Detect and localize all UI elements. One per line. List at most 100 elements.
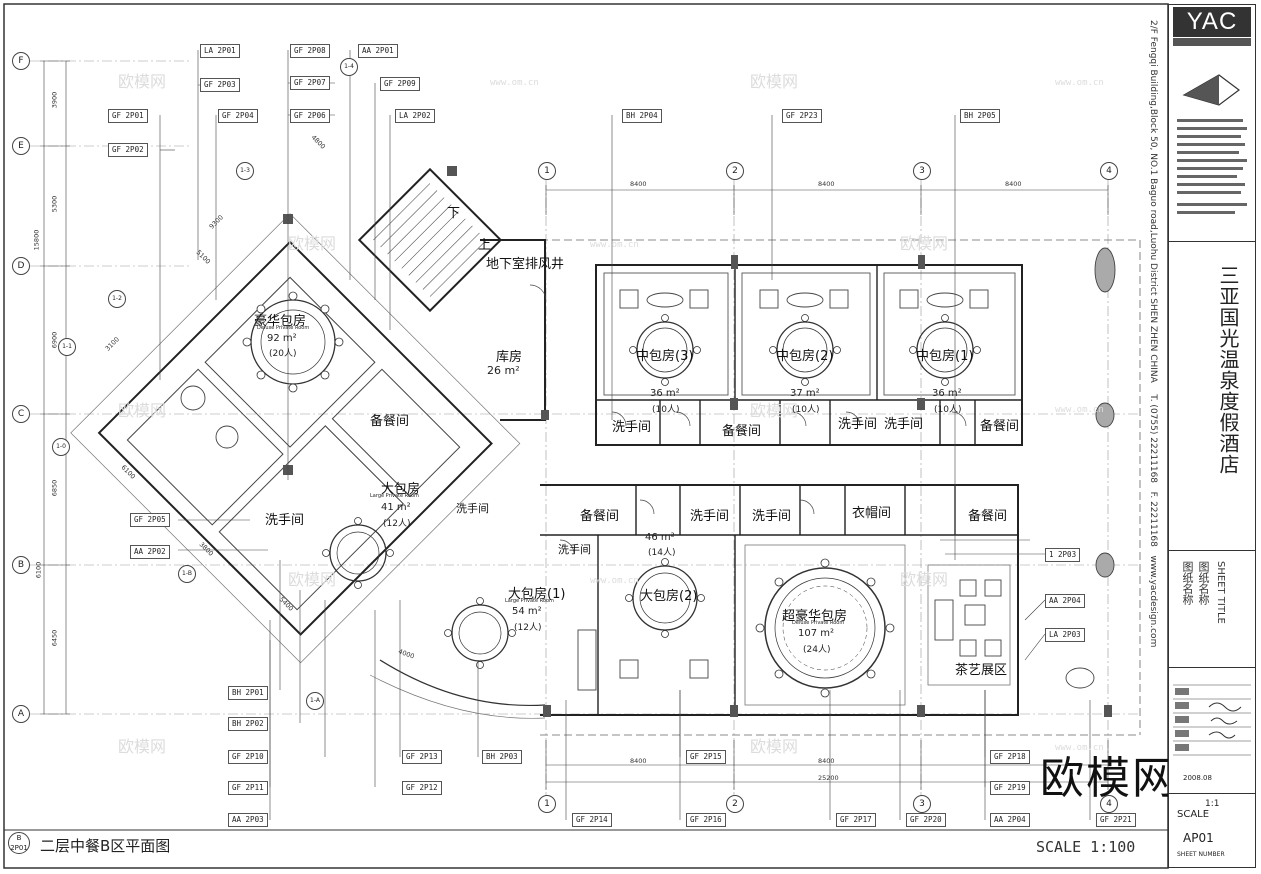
room-deluxe-92: 豪华包房 — [254, 314, 307, 329]
ref-tag: LA 2P02 — [395, 109, 435, 123]
room-large-en: Large Private Room — [370, 493, 419, 499]
table-107 — [764, 567, 886, 689]
upper-room-partitions — [596, 265, 1022, 445]
ref-tag: GF 2P14 — [572, 813, 612, 827]
ref-tag: GF 2P23 — [782, 109, 822, 123]
left-dimension-line — [40, 60, 70, 715]
table-36-b — [916, 321, 974, 379]
dimension-top: 8400 — [818, 180, 835, 188]
sheet-number-caption: SHEET NUMBER — [1177, 851, 1225, 858]
grid-bubble-row: D — [12, 257, 30, 275]
tea-area-outline — [927, 564, 1011, 686]
storage-room-walls — [480, 239, 546, 421]
grid-bubble-col: 2 — [726, 162, 744, 180]
round-tables — [250, 299, 974, 689]
room-large-1-area: 54 m² — [512, 606, 542, 617]
ref-tag: GF 2P18 — [990, 750, 1030, 764]
dimension-left: 5300 — [50, 195, 59, 213]
drawing-frame — [3, 3, 1169, 869]
door-swings — [529, 284, 967, 555]
ref-tag: GF 2P12 — [402, 781, 442, 795]
grid-bubble-col: 3 — [913, 162, 931, 180]
project-name: 三亚国光温泉度假酒店 — [1216, 265, 1240, 475]
room-washroom: 洗手间 — [612, 420, 652, 435]
washroom-walls — [126, 368, 284, 526]
table-41 — [329, 524, 387, 582]
ref-tag: GF 2P16 — [686, 813, 726, 827]
dimension-left: 6900 — [50, 331, 59, 349]
sheet-title: 二层中餐B区平面图 — [40, 837, 171, 855]
prep-room-walls — [331, 368, 461, 498]
ref-tag: 1 2P03 — [1045, 548, 1081, 562]
grid-bubble-diag: 1-B — [178, 565, 196, 583]
title-block-divider — [1169, 667, 1255, 668]
title-block-divider — [1169, 241, 1255, 242]
scale-caption: SCALE — [1177, 809, 1210, 820]
title-block: YAC 三亚国光温泉度假酒店 图纸名称 图纸名称 SHEET TITLE — [1168, 4, 1256, 868]
large-room-walls — [218, 425, 404, 611]
grid-bubble-col: 1 — [538, 162, 556, 180]
ref-tag: GF 2P19 — [990, 781, 1030, 795]
sheet-title-en: SHEET TITLE — [1215, 561, 1226, 624]
firm-logo: YAC — [1173, 7, 1251, 37]
grid-bubble-row: F — [12, 52, 30, 70]
room-deluxe-92-cap: (20人) — [269, 349, 297, 359]
wing-offset-line — [70, 213, 521, 664]
firm-address: 2/F Fengqi Building,Block 50, NO.1 Baguo… — [1148, 20, 1158, 860]
room-medium-1-area: 36 m² — [932, 388, 962, 399]
drawing-name-cn: 图纸名称 — [1181, 561, 1194, 605]
curved-facade-offset — [369, 674, 546, 719]
ref-tag: GF 2P21 — [1096, 813, 1136, 827]
dimension-bottom: 8400 — [818, 757, 835, 765]
ref-tag: AA 2P02 — [130, 545, 170, 559]
room-medium-3-cap: (10人) — [652, 405, 680, 415]
chair-rings — [242, 291, 981, 698]
ref-tag: GF 2P17 — [836, 813, 876, 827]
watermark-url: www.om.cn — [1055, 78, 1104, 88]
watermark: 欧模网 — [900, 234, 949, 253]
grid-bubble-diag: 1-A — [306, 692, 324, 710]
dimension-left: 6100 — [34, 561, 43, 579]
watermark: 欧模网 — [118, 737, 167, 756]
sheet-ref-top: B — [16, 834, 22, 842]
grid-lines — [30, 60, 1140, 800]
room-super-deluxe-area: 107 m² — [798, 628, 835, 639]
room-pantry: 备餐间 — [370, 414, 410, 429]
watermark: 欧模网 — [288, 234, 337, 253]
curved-facade — [379, 659, 546, 707]
room-washroom: 洗手间 — [690, 509, 730, 524]
room-exhaust-shaft: 地下室排风井 — [486, 257, 565, 272]
firm-name-bar — [1173, 38, 1251, 46]
ref-tag: GF 2P03 — [200, 78, 240, 92]
ref-tag: GF 2P13 — [402, 750, 442, 764]
room-large-2-cap: (14人) — [648, 548, 676, 558]
stair-up-label: 上 — [478, 238, 492, 253]
room-super-deluxe-cap: (24人) — [803, 645, 831, 655]
room-washroom: 洗手间 — [884, 417, 924, 432]
ref-tag: GF 2P20 — [906, 813, 946, 827]
compass-icon — [1182, 74, 1240, 106]
signature-rows — [1173, 684, 1251, 756]
room-medium-1-cap: (10人) — [934, 405, 962, 415]
room-medium-3: 中包房(3) — [636, 349, 694, 364]
firm-fax: F. 22211168 — [1148, 491, 1158, 547]
watermark-url: www.om.cn — [490, 78, 539, 88]
firm-phone: T. (0755) 22211168 — [1148, 394, 1158, 484]
room-medium-2-area: 37 m² — [790, 388, 820, 399]
room-medium-1: 中包房(1) — [916, 349, 974, 364]
ref-tag: GF 2P10 — [228, 750, 268, 764]
lounge-furniture — [180, 247, 1116, 691]
watermark-url: www.om.cn — [590, 576, 639, 586]
room-medium-3-area: 36 m² — [650, 388, 680, 399]
rotated-wing — [70, 213, 521, 664]
room-washroom: 洗手间 — [456, 502, 489, 515]
super-deluxe-ceiling — [744, 544, 906, 706]
top-dimension-line — [545, 185, 1109, 215]
ref-tag: GF 2P08 — [290, 44, 330, 58]
table-37 — [776, 321, 834, 379]
dimension-top: 8400 — [1005, 180, 1022, 188]
sheet-ref-bubble: B 2P01 — [8, 832, 30, 854]
dimension-left: 15800 — [32, 229, 41, 251]
dimension-top: 8400 — [630, 180, 647, 188]
